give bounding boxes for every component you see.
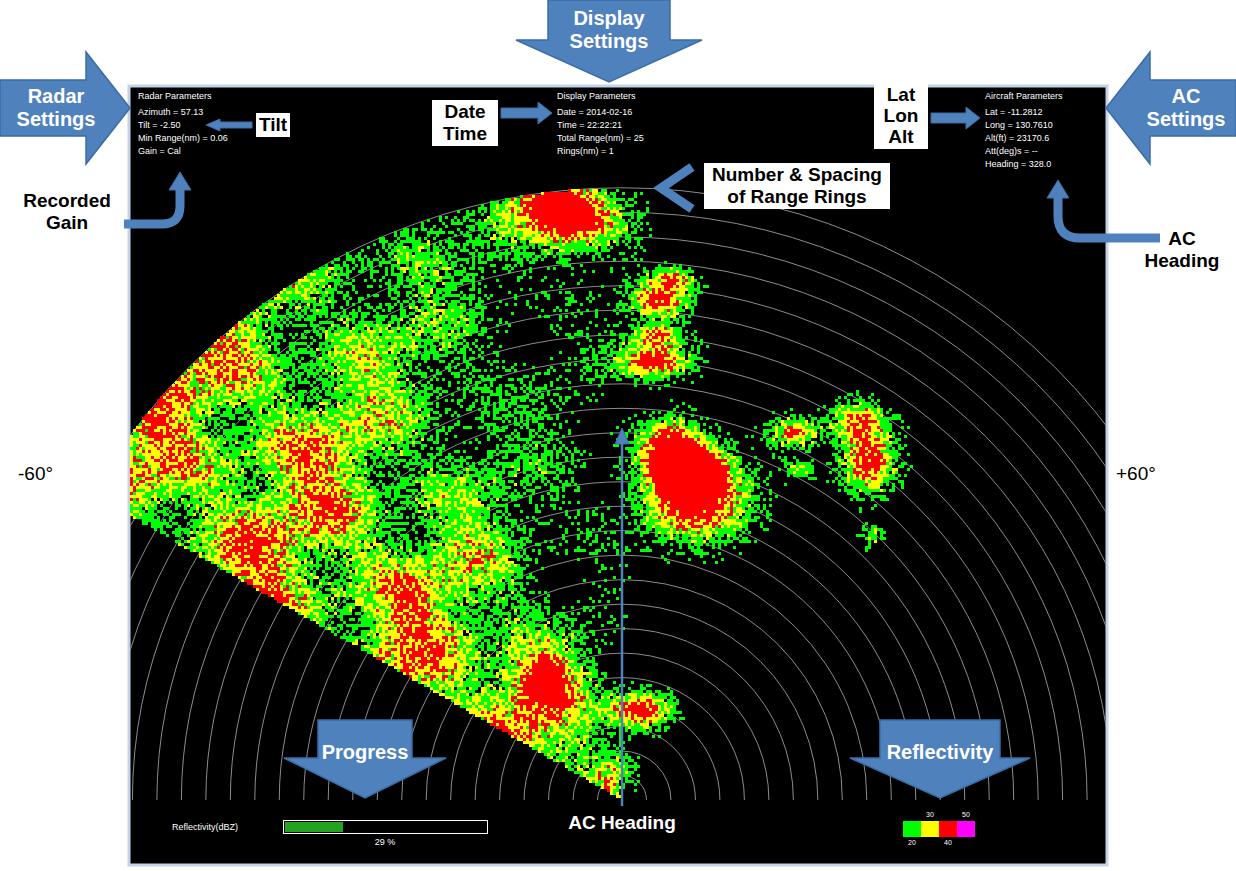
block-arrow-outline	[284, 720, 446, 798]
screen-readout: Long = 130.7610	[985, 119, 1053, 131]
screen-readout: Tilt = -2.50	[138, 119, 180, 131]
screen-readout: Time = 22:22:21	[557, 119, 622, 131]
screen-heading: Radar Parameters	[138, 90, 212, 102]
heading-arrow-line	[621, 442, 624, 806]
arrow-label: Display Settings	[563, 7, 655, 53]
legend-swatch	[903, 821, 921, 837]
callout-arrow	[206, 119, 252, 131]
progress-percent: 29 %	[375, 836, 396, 848]
arrow-label: Reflectivity	[881, 741, 999, 764]
screen-readout: Total Range(nm) = 25	[557, 132, 644, 144]
angle-label: +60°	[1116, 463, 1156, 485]
screen-heading: Display Parameters	[557, 90, 636, 102]
range-ring-chevron	[661, 167, 692, 209]
radar-echoes	[130, 189, 913, 798]
callout-arrow	[501, 102, 552, 124]
arrow-label: Radar Settings	[10, 85, 102, 131]
block-arrow-outline	[850, 720, 1030, 798]
block-arrow: Radar Settings	[0, 52, 130, 164]
legend-swatch	[957, 821, 975, 837]
screen-readout: Gain = Cal	[138, 145, 181, 157]
callout-label: AC Heading	[1138, 228, 1226, 272]
range-ring	[130, 188, 1106, 800]
callout-label: Recorded Gain	[12, 190, 122, 234]
screen-readout: Lat = -11.2812	[985, 106, 1043, 118]
callout-label: Number & Spacing of Range Rings	[704, 163, 890, 209]
echo-cells	[130, 189, 886, 792]
legend-swatch	[921, 821, 939, 837]
screen-heading: Aircraft Parameters	[985, 90, 1063, 102]
progress-bar-frame	[284, 821, 488, 834]
block-arrow-outline	[1106, 52, 1236, 164]
block-arrow: AC Settings	[1106, 52, 1236, 164]
screen-readout: Alt(ft) = 23170.6	[985, 132, 1049, 144]
screen-readout: Azimuth = 57.13	[138, 106, 203, 118]
legend-value: 30	[926, 811, 934, 819]
block-arrow: Progress	[284, 720, 446, 798]
arrow-label: Progress	[315, 741, 415, 764]
callout-arrowhead	[169, 172, 191, 190]
callout-arrow	[931, 107, 980, 129]
heading-arrowhead	[615, 428, 629, 444]
block-arrow-outline	[0, 52, 130, 164]
screen-readout: Date = 2014-02-16	[557, 106, 632, 118]
block-arrow: Reflectivity	[850, 720, 1030, 798]
bar-label: Reflectivity(dBZ)	[172, 821, 238, 833]
callout-label: Lat Lon Alt	[874, 84, 928, 149]
callout-label: Tilt	[256, 113, 290, 137]
block-arrow: Display Settings	[516, 0, 702, 82]
screen-readout: Att(deg)s = --	[985, 145, 1038, 157]
callout-label: AC Heading	[568, 812, 676, 834]
screen-readout: Heading = 328.0	[985, 158, 1051, 170]
legend-value: 40	[944, 839, 952, 847]
legend-swatch	[939, 821, 957, 837]
echo-cells	[130, 189, 913, 795]
radar-screen	[129, 86, 1107, 865]
callout-arrowhead	[1047, 180, 1069, 198]
screen-readout: Rings(nm) = 1	[557, 145, 614, 157]
callout-label: Date Time	[432, 100, 498, 146]
legend-value: 20	[908, 839, 916, 847]
screen-readout: Min Range(nm) = 0.06	[138, 132, 228, 144]
range-rings	[130, 188, 1106, 800]
legend-value: 50	[962, 811, 970, 819]
echo-cells	[130, 189, 898, 798]
block-arrow-outline	[516, 0, 702, 82]
angle-label: -60°	[18, 463, 53, 485]
progress-bar-fill	[285, 822, 343, 832]
curved-callout-arrow	[1058, 197, 1160, 238]
curved-callout-arrow	[124, 189, 180, 224]
arrow-label: AC Settings	[1140, 85, 1232, 131]
